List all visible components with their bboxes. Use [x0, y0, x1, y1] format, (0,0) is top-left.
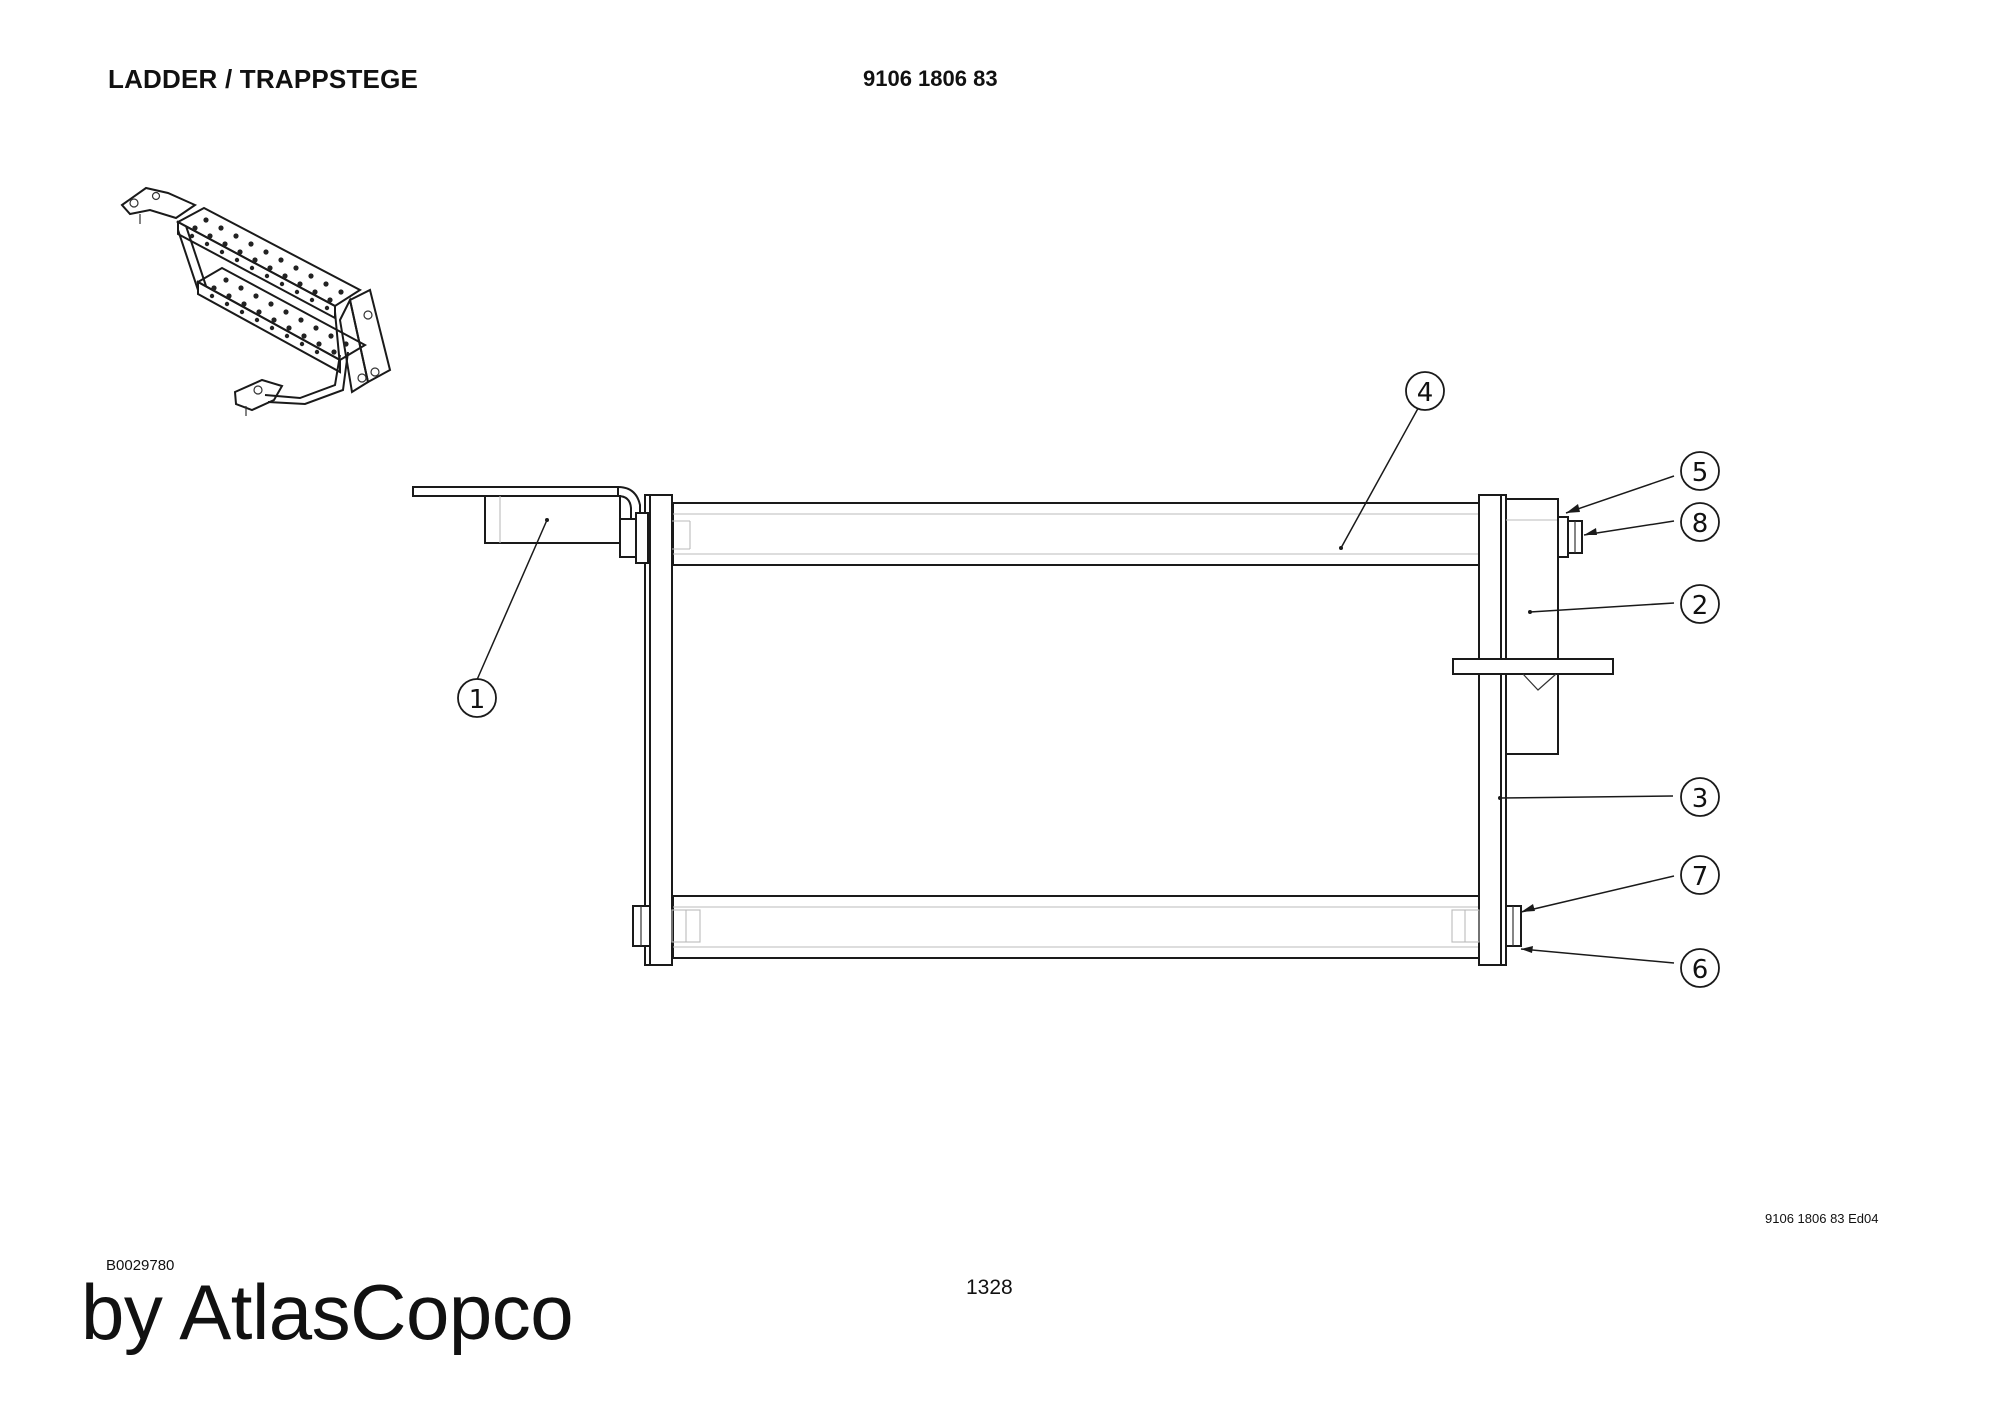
- callout-7: 7: [1680, 855, 1720, 895]
- callout-8: 8: [1680, 502, 1720, 542]
- drawing-title: LADDER / TRAPPSTEGE: [108, 64, 419, 94]
- part-number: 9106 1806 83: [863, 66, 998, 91]
- callout-6: 6: [1680, 948, 1720, 988]
- svg-text:1: 1: [469, 685, 486, 715]
- svg-text:5: 5: [1692, 458, 1709, 488]
- callout-1: 1: [457, 678, 497, 718]
- edition-label: 9106 1806 83 Ed04: [1765, 1211, 1879, 1226]
- svg-text:7: 7: [1692, 862, 1709, 892]
- document-id: B0029780: [106, 1257, 175, 1274]
- page-number: 1328: [966, 1276, 1013, 1299]
- svg-text:3: 3: [1692, 784, 1709, 814]
- svg-text:6: 6: [1692, 955, 1709, 985]
- ladder-isometric-thumbnail: [120, 186, 392, 416]
- svg-text:8: 8: [1692, 509, 1709, 539]
- brand-watermark: by AtlasCopco: [81, 1268, 574, 1356]
- callout-5: 5: [1680, 451, 1720, 491]
- callout-4: 4: [1405, 371, 1445, 411]
- callout-3: 3: [1680, 777, 1720, 817]
- svg-text:2: 2: [1692, 591, 1709, 621]
- ladder-front-view: [412, 486, 1614, 966]
- leader-lines: [475, 402, 1675, 964]
- svg-text:4: 4: [1417, 378, 1434, 408]
- callout-2: 2: [1680, 584, 1720, 624]
